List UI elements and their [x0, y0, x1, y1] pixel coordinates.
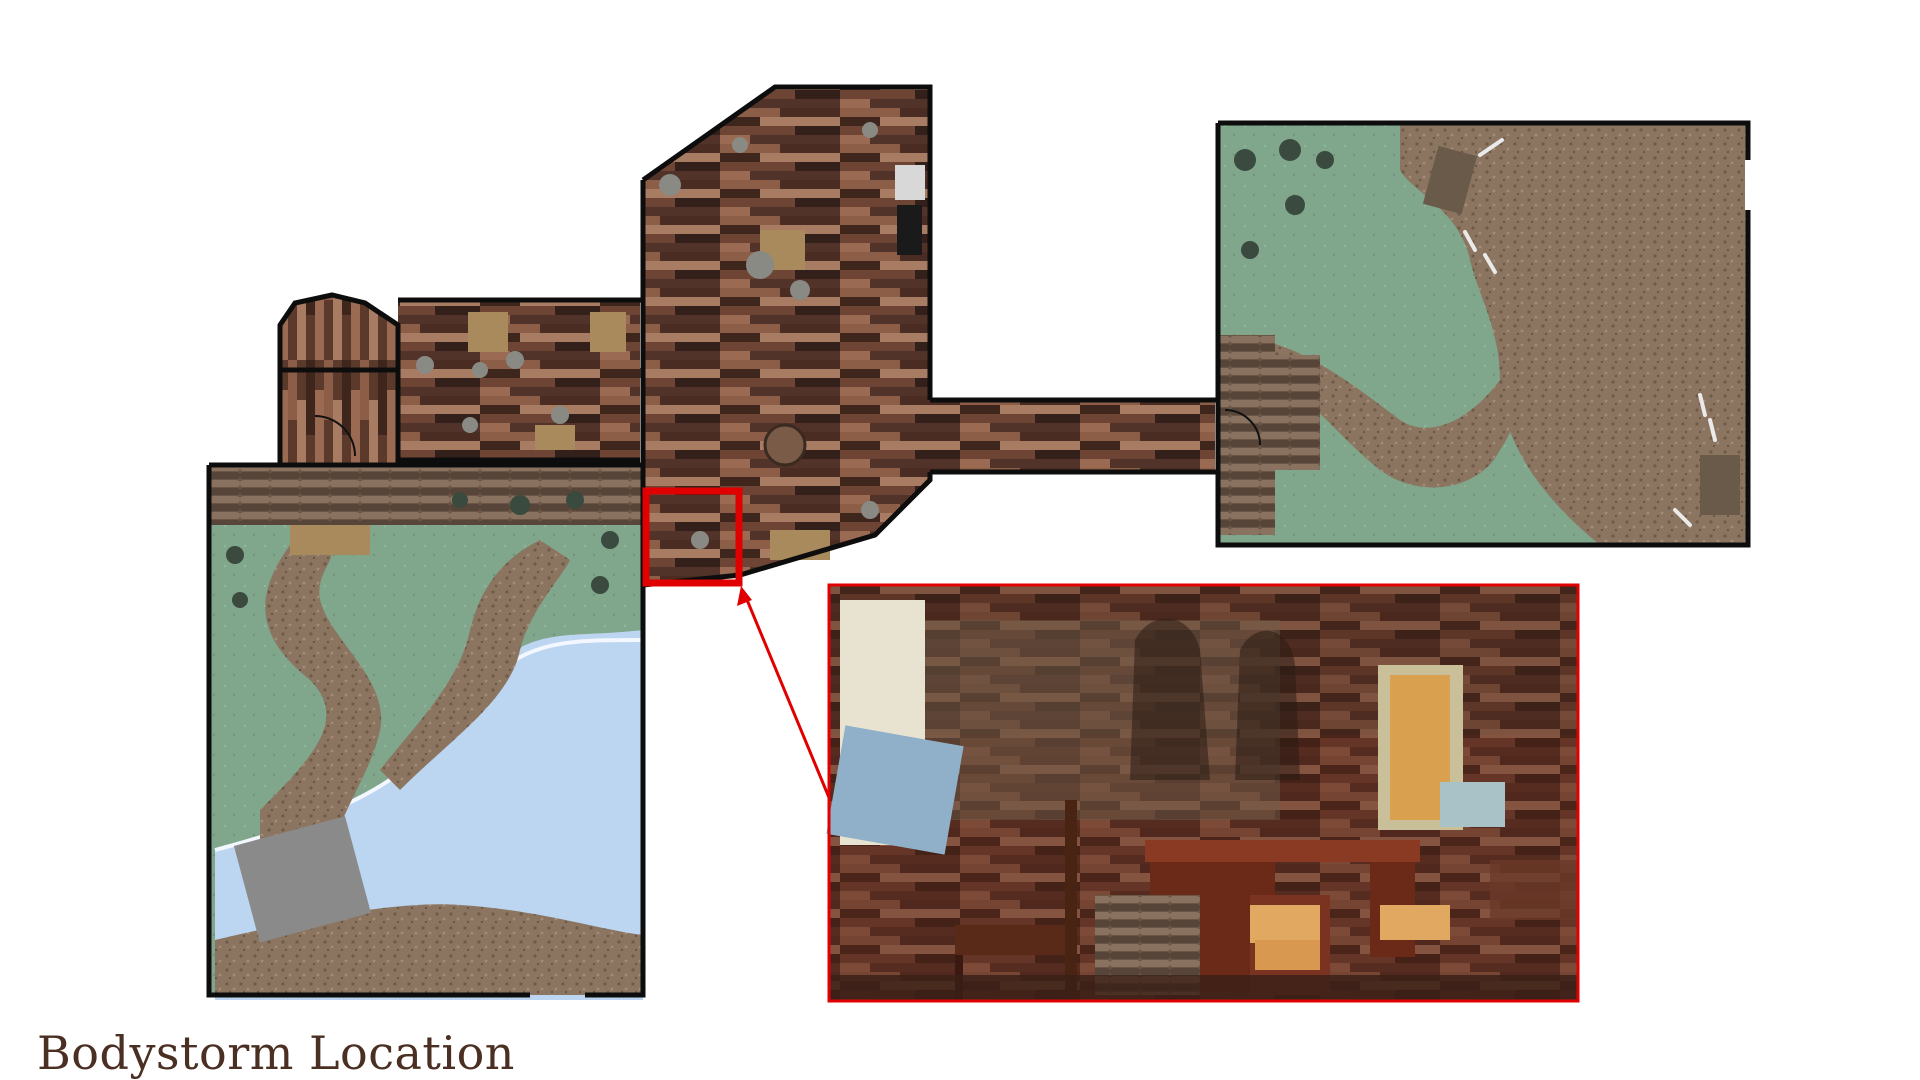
page-caption: Bodystorm Location	[37, 1026, 515, 1080]
window-icon	[1378, 665, 1463, 830]
painting-icon	[826, 600, 964, 855]
highlight-box	[642, 487, 743, 587]
main-hall	[643, 87, 930, 585]
west-small-room	[280, 295, 398, 465]
east-corridor	[930, 400, 1215, 472]
storage-room	[398, 300, 645, 460]
interior-render	[826, 583, 1580, 1003]
east-garden	[1218, 123, 1760, 545]
west-garden	[209, 465, 644, 1000]
walls	[206, 84, 1751, 998]
highlight-arrow	[737, 586, 832, 801]
chair-icon	[955, 800, 1077, 1000]
